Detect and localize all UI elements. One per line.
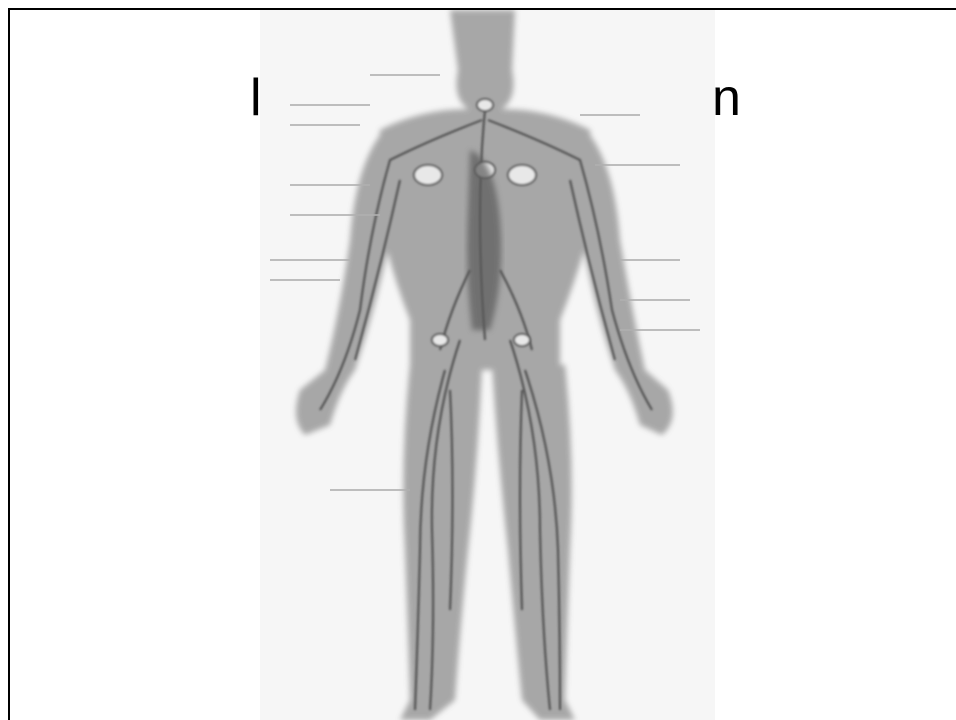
slide-frame-left-border [8,8,10,720]
lymphatic-system-illustration [260,10,715,720]
slide-title-fragment-left: l [250,72,262,124]
anatomy-figure [260,10,715,720]
slide-title-fragment-right: n [712,72,741,124]
